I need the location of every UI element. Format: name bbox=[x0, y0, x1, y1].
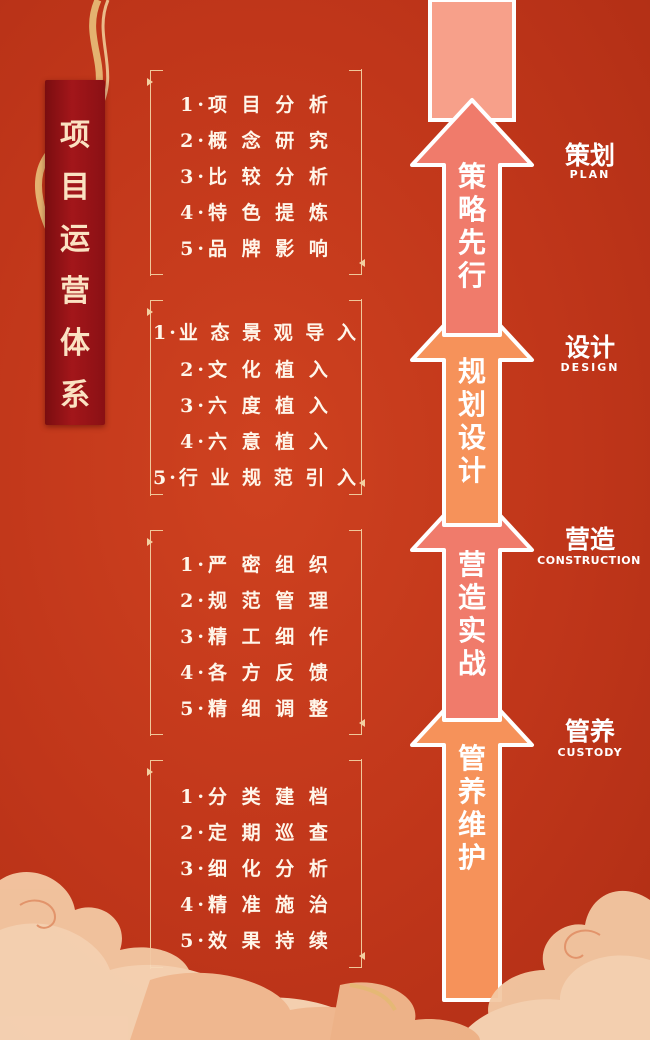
list-item: 5·行 业 规 范 引 入 bbox=[153, 467, 359, 489]
title-char: 营 bbox=[60, 274, 90, 309]
list-item: 3·六 度 植 入 bbox=[180, 395, 332, 417]
list-item: 4·各 方 反 馈 bbox=[180, 662, 332, 684]
stage-label-cn: 营造 bbox=[564, 525, 615, 554]
stage-label-en: PLAN bbox=[569, 168, 611, 181]
stage-label-en: DESIGN bbox=[560, 361, 620, 374]
list-item: 3·精 工 细 作 bbox=[180, 626, 332, 648]
stage-label-cn: 管养 bbox=[564, 717, 615, 746]
arrow-text-stage-1: 策略先行 bbox=[457, 160, 486, 292]
list-item: 4·六 意 植 入 bbox=[180, 431, 332, 453]
group-frame-3: 1·严 密 组 织 2·规 范 管 理 3·精 工 细 作 4·各 方 反 馈 … bbox=[147, 529, 365, 736]
list-item: 5·品 牌 影 响 bbox=[180, 238, 332, 260]
title-banner: 项 目 运 营 体 系 bbox=[45, 80, 105, 425]
list-item: 5·效 果 持 续 bbox=[180, 930, 332, 952]
cloud-decoration bbox=[0, 871, 650, 1040]
list-item: 2·文 化 植 入 bbox=[180, 359, 332, 381]
title-char: 运 bbox=[60, 222, 90, 257]
stage-label-cn: 设计 bbox=[564, 333, 615, 362]
stage-label-en: CUSTODY bbox=[557, 746, 623, 759]
title-char: 项 bbox=[60, 118, 90, 153]
arrow-stage-1 bbox=[410, 98, 534, 337]
arrow-stage-3 bbox=[410, 483, 534, 722]
stage-label-en: CONSTRUCTION bbox=[537, 554, 641, 567]
list-item: 2·概 念 研 究 bbox=[180, 130, 332, 152]
arrow-text-stage-2: 规划设计 bbox=[457, 355, 486, 487]
group-frame-2: 1·业 态 景 观 导 入 2·文 化 植 入 3·六 度 植 入 4·六 意 … bbox=[147, 299, 365, 496]
list-item: 2·定 期 巡 查 bbox=[180, 822, 332, 844]
title-char: 体 bbox=[60, 326, 90, 361]
group-frame-4: 1·分 类 建 档 2·定 期 巡 查 3·细 化 分 析 4·精 准 施 治 … bbox=[147, 759, 365, 969]
list-item: 1·分 类 建 档 bbox=[180, 786, 332, 808]
title-char: 目 bbox=[60, 170, 90, 205]
group-frame-1: 1·项 目 分 析 2·概 念 研 究 3·比 较 分 析 4·特 色 提 炼 … bbox=[147, 69, 365, 276]
list-item: 1·严 密 组 织 bbox=[180, 554, 332, 576]
list-item: 4·精 准 施 治 bbox=[180, 894, 332, 916]
arrow-stage-4 bbox=[410, 678, 534, 1002]
list-item: 1·项 目 分 析 bbox=[180, 94, 332, 116]
list-item: 1·业 态 景 观 导 入 bbox=[153, 322, 359, 344]
arrow-text-stage-3: 营造实战 bbox=[457, 548, 486, 680]
list-item: 3·细 化 分 析 bbox=[180, 858, 332, 880]
list-item: 3·比 较 分 析 bbox=[180, 166, 332, 188]
stage-label-cn: 策划 bbox=[564, 141, 615, 170]
list-item: 4·特 色 提 炼 bbox=[180, 202, 332, 224]
list-item: 5·精 细 调 整 bbox=[180, 698, 332, 720]
arrow-text-stage-4: 管养维护 bbox=[457, 742, 486, 874]
title-char: 系 bbox=[60, 378, 90, 413]
arrow-stage-2 bbox=[410, 293, 534, 527]
list-item: 2·规 范 管 理 bbox=[180, 590, 332, 612]
